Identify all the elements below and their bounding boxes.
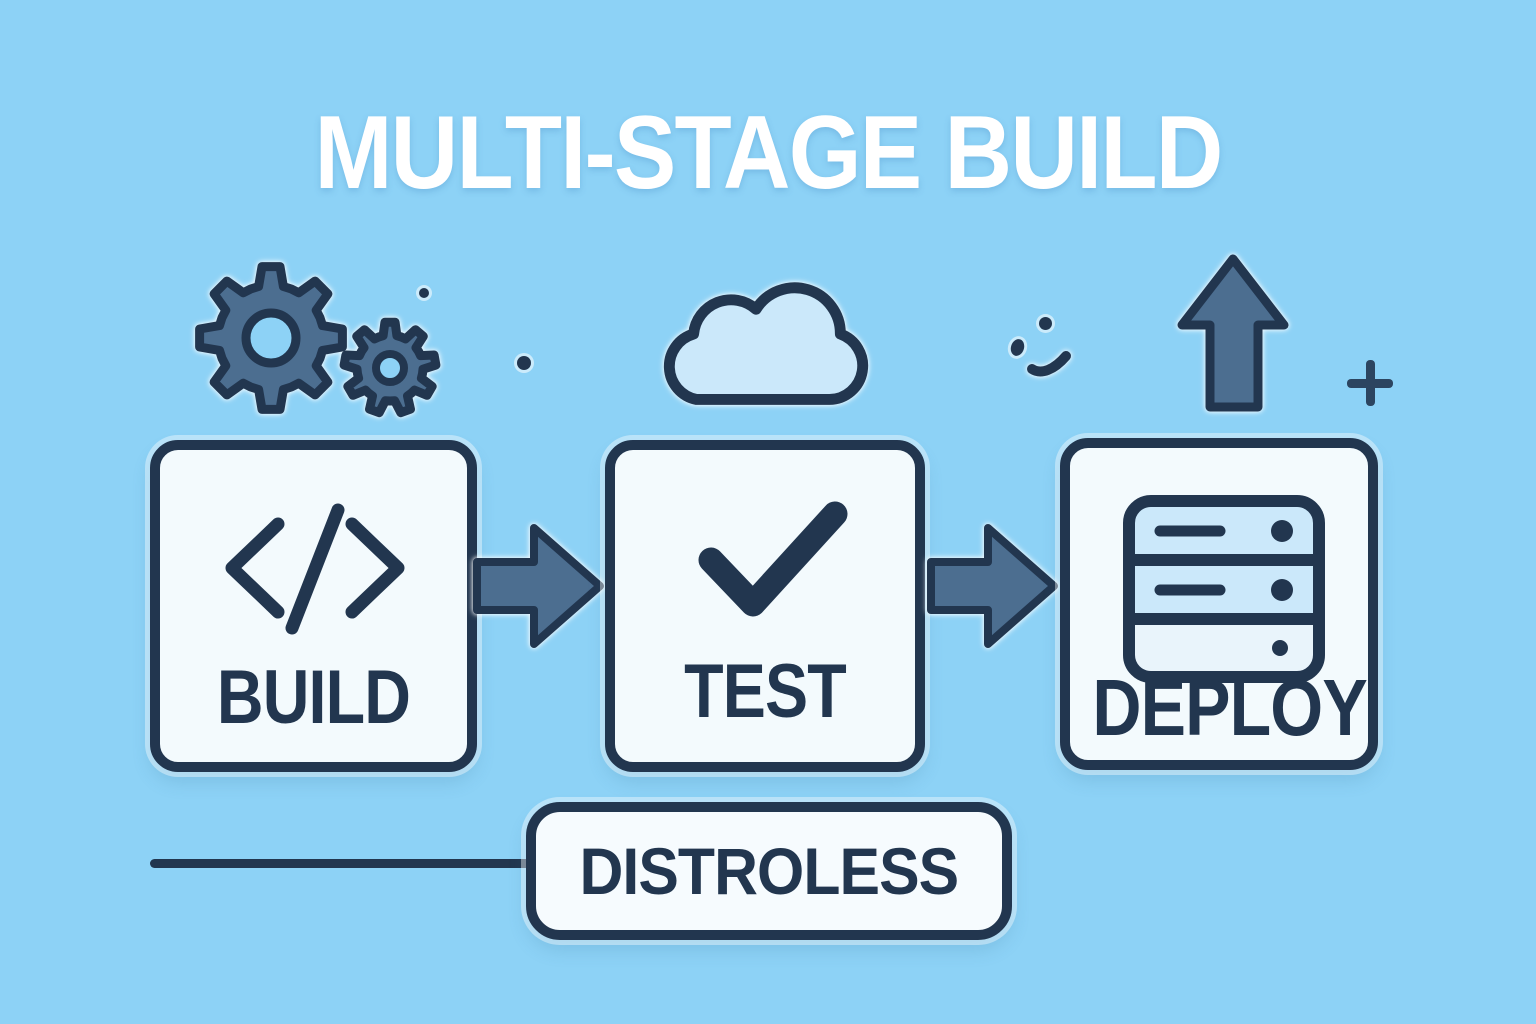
stage-label-deploy: DEPLOY: [1092, 663, 1367, 752]
stage-label-test: TEST: [684, 649, 847, 734]
flow-arrow-icon: [473, 524, 604, 648]
server-stack-icon: [1123, 495, 1325, 683]
callout-line: [150, 859, 534, 868]
upload-arrow-icon: [1177, 254, 1289, 412]
checkmark-icon: [698, 501, 848, 617]
stage-box-build: BUILD: [150, 440, 477, 772]
dot-decoration: [1039, 317, 1052, 330]
stage-label-build: BUILD: [216, 655, 411, 740]
stage-box-test: TEST: [605, 440, 925, 772]
poster-title: MULTI-STAGE BUILD: [314, 95, 1223, 211]
distroless-callout: DISTROLESS: [526, 802, 1012, 940]
oval-dot-decoration: [1008, 337, 1027, 358]
cloud-icon: [663, 282, 869, 405]
code-icon: [225, 503, 405, 635]
curved-dash-decoration: [1027, 351, 1071, 377]
dot-decoration: [419, 288, 429, 298]
dot-decoration: [517, 356, 531, 370]
flow-arrow-icon: [927, 524, 1058, 648]
plus-icon: [1347, 360, 1393, 406]
callout-label: DISTROLESS: [579, 834, 960, 908]
gears-icon: [195, 262, 441, 418]
stage-box-deploy: DEPLOY: [1060, 438, 1378, 770]
